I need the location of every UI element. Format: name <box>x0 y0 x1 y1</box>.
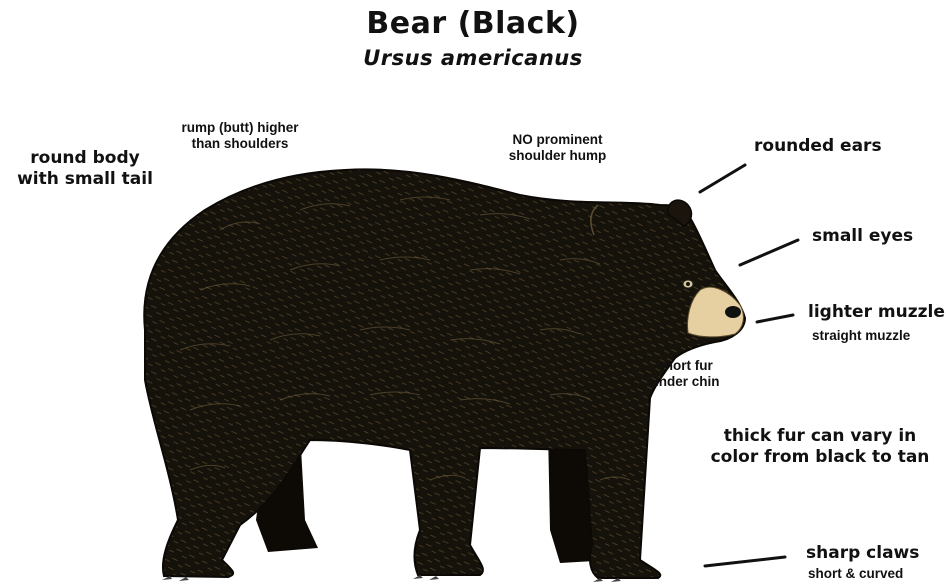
label-rump-height: rump (butt) higher than shoulders <box>165 120 315 153</box>
label-round-body: round body with small tail <box>10 148 160 189</box>
label-shoulder-hump: NO prominent shoulder hump <box>485 132 630 165</box>
label-sharp-claws: sharp claws <box>806 543 919 564</box>
label-chin-fur: short fur under chin <box>640 358 730 391</box>
label-rounded-ears: rounded ears <box>754 136 882 157</box>
leader-line-eyes <box>740 240 798 265</box>
label-fur-color: thick fur can vary in color from black t… <box>700 426 940 467</box>
label-straight-muzzle: straight muzzle <box>812 328 910 344</box>
label-claw-shape: short & curved <box>808 566 903 582</box>
label-lighter-muzzle: lighter muzzle <box>808 302 945 323</box>
leader-line-muzzle <box>757 315 793 322</box>
leader-line-claws <box>705 557 785 566</box>
label-small-eyes: small eyes <box>812 226 913 247</box>
bear-nose <box>725 306 741 318</box>
leader-line-ears <box>700 165 745 192</box>
